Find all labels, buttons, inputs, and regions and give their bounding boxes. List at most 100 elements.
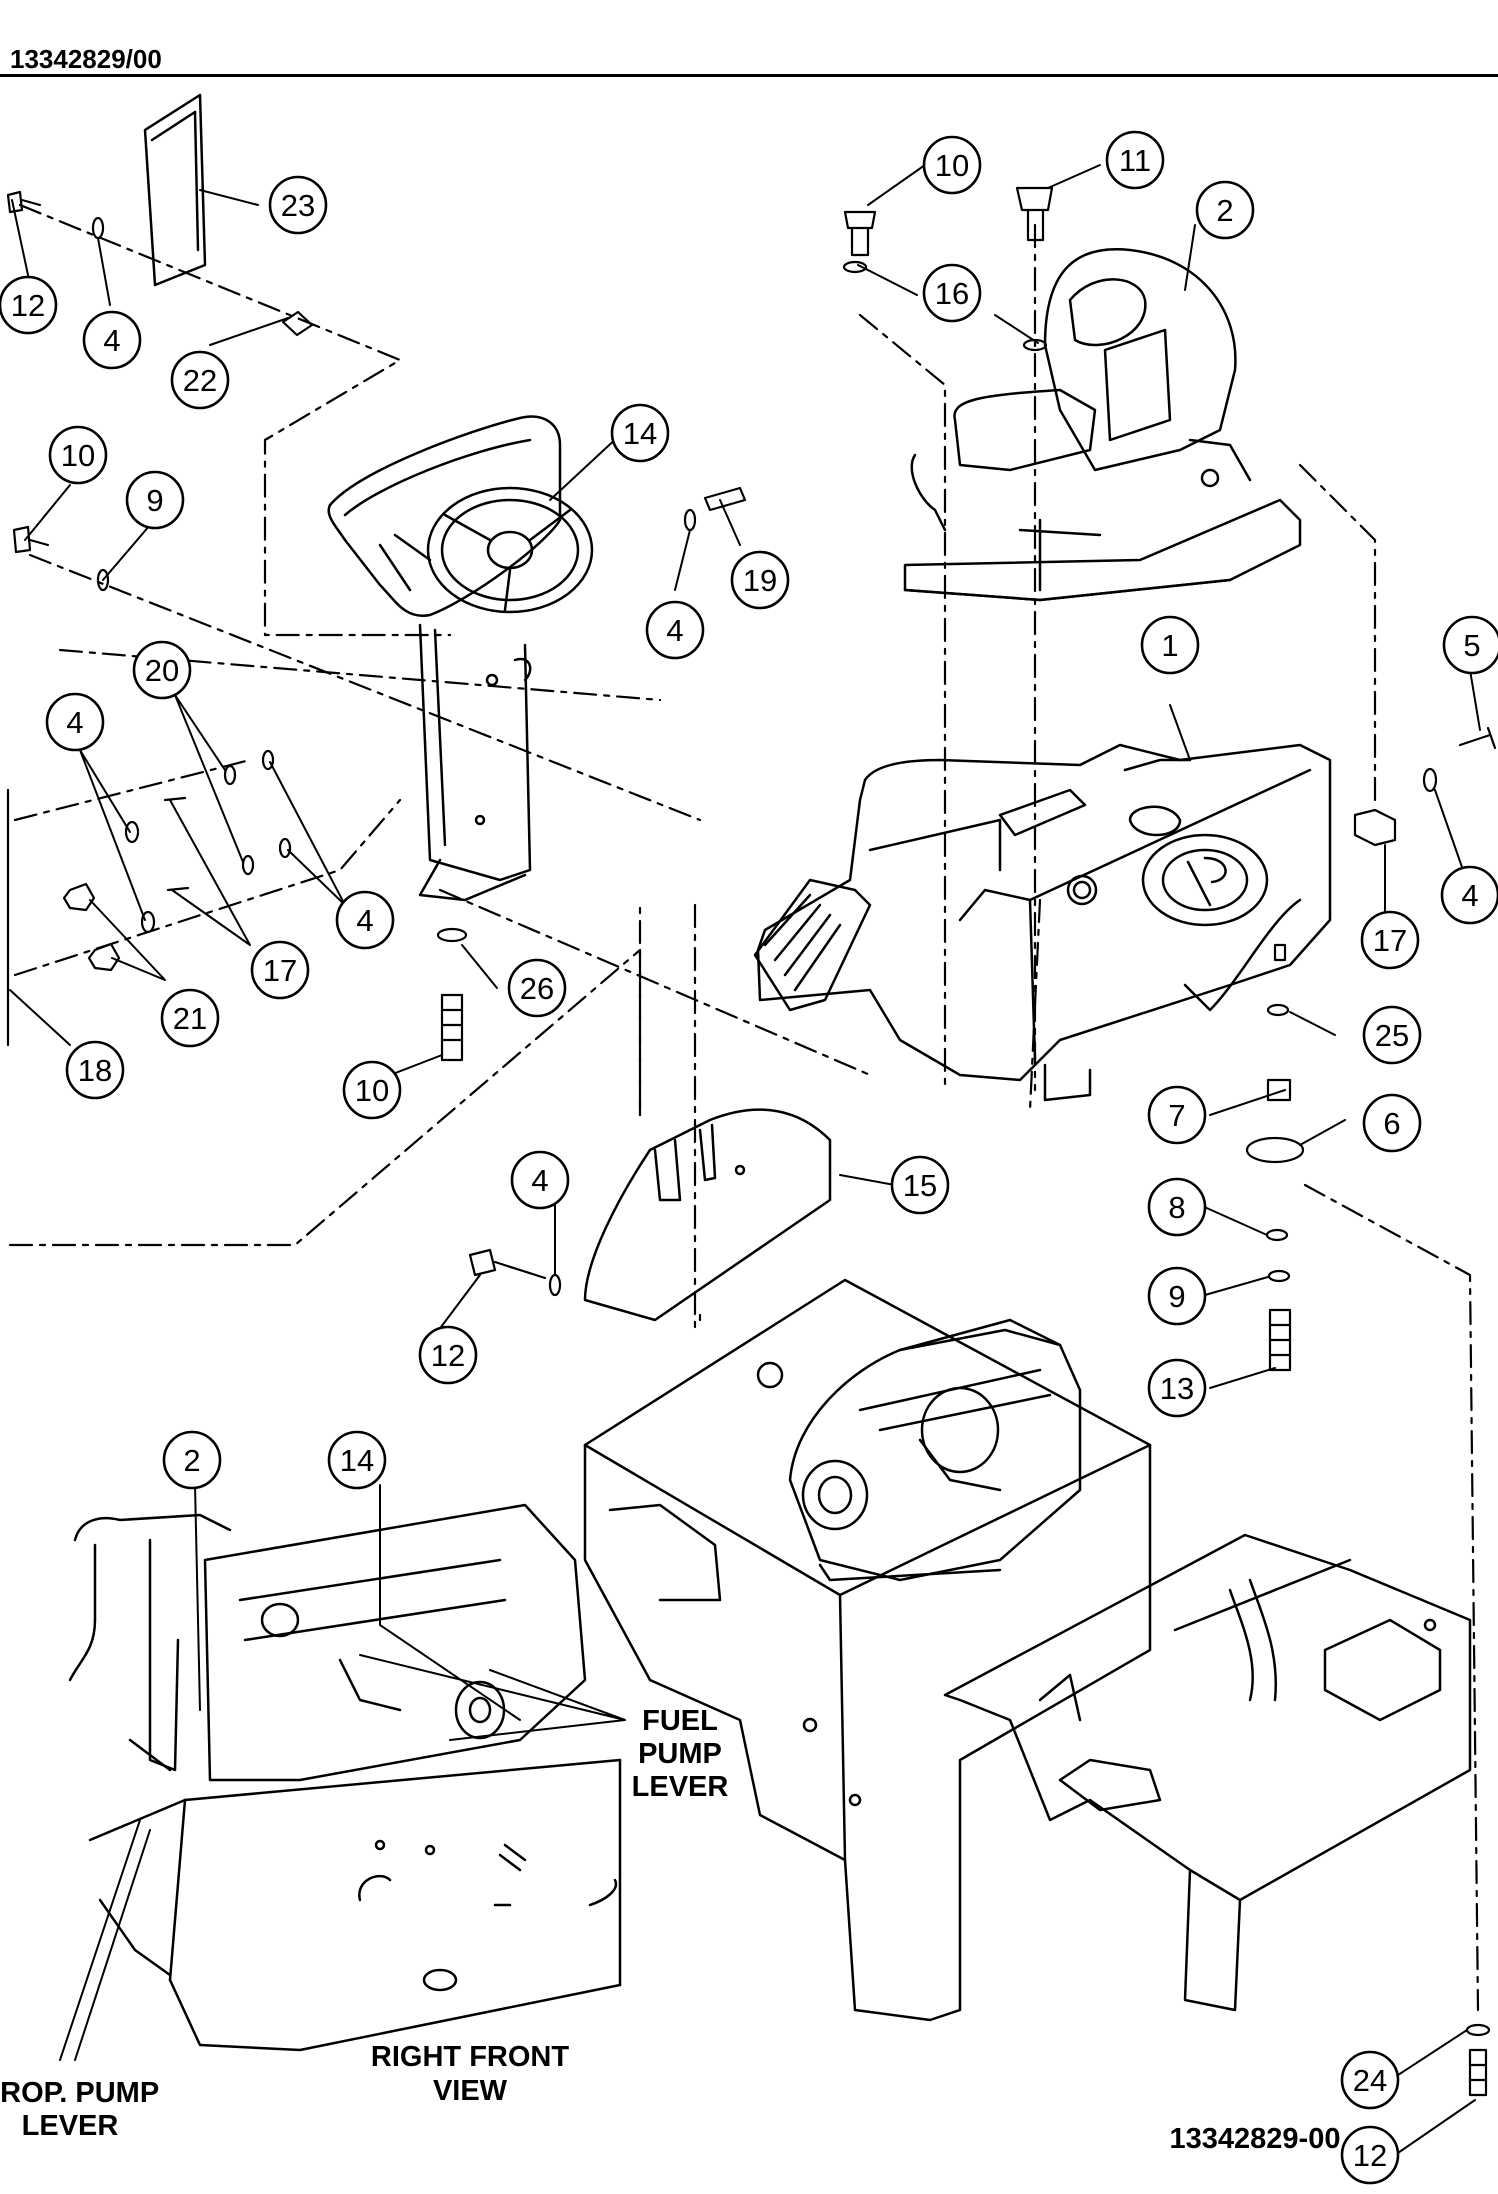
callout-number: 4 bbox=[356, 903, 373, 938]
callout-15-bubble bbox=[890, 1155, 950, 1215]
header-rule bbox=[0, 74, 1498, 77]
callout-17-bubble bbox=[250, 940, 310, 1000]
callout-number: 10 bbox=[355, 1073, 389, 1108]
steering-console-14 bbox=[327, 415, 594, 902]
callout-number: 7 bbox=[1168, 1098, 1185, 1133]
callout-14-bubble bbox=[610, 403, 670, 463]
operator-seat-2 bbox=[903, 248, 1302, 602]
callout-number: 18 bbox=[78, 1053, 112, 1088]
callout-number: 1 bbox=[1161, 628, 1178, 663]
callout-number: 10 bbox=[61, 438, 95, 473]
callout-12-bubble bbox=[418, 1325, 478, 1385]
callout-number: 19 bbox=[743, 563, 777, 598]
callout-number: 2 bbox=[1216, 193, 1233, 228]
engine-compartment bbox=[583, 1278, 1152, 2022]
callout-2-bubble bbox=[162, 1430, 222, 1490]
callout-number: 5 bbox=[1463, 628, 1480, 663]
callout-1-bubble bbox=[1140, 615, 1200, 675]
callout-bubbles bbox=[0, 130, 1498, 2185]
callout-11-bubble bbox=[1105, 130, 1165, 190]
callout-number: 12 bbox=[1353, 2138, 1387, 2173]
callout-number: 14 bbox=[623, 416, 657, 451]
callout-17-bubble bbox=[1360, 910, 1420, 970]
callout-23-bubble bbox=[268, 175, 328, 235]
callout-6-bubble bbox=[1362, 1093, 1422, 1153]
callout-number: 21 bbox=[173, 1001, 207, 1036]
fuel-pump-lever-label-line1: FUEL bbox=[642, 1705, 718, 1737]
callout-number: 4 bbox=[1461, 878, 1478, 913]
callout-4-bubble bbox=[645, 600, 705, 660]
callout-8-bubble bbox=[1147, 1177, 1207, 1237]
fuel-pump-lever-label-line2: PUMP bbox=[638, 1738, 722, 1770]
callout-number: 4 bbox=[666, 613, 683, 648]
fuel-pump-lever-label-line3: LEVER bbox=[632, 1771, 729, 1803]
access-panel-23 bbox=[143, 93, 207, 287]
callout-4-bubble bbox=[82, 310, 142, 370]
callout-4-bubble bbox=[335, 890, 395, 950]
callout-2-bubble bbox=[1195, 180, 1255, 240]
callout-24-bubble bbox=[1340, 2050, 1400, 2110]
inset-engine-view bbox=[68, 1503, 622, 2052]
side-door-15 bbox=[583, 1108, 832, 1322]
callout-number: 23 bbox=[281, 188, 315, 223]
view-caption-line2: VIEW bbox=[433, 2075, 508, 2107]
callout-number: 26 bbox=[520, 971, 554, 1006]
view-caption-line1: RIGHT FRONT bbox=[371, 2041, 569, 2073]
callout-number: 14 bbox=[340, 1443, 374, 1478]
callout-number: 10 bbox=[935, 148, 969, 183]
battery-tray bbox=[943, 1533, 1472, 2012]
callout-20-bubble bbox=[132, 640, 192, 700]
engine-block bbox=[788, 1318, 1082, 1582]
callout-number: 12 bbox=[431, 1338, 465, 1373]
callout-number: 15 bbox=[903, 1168, 937, 1203]
document-number: 13342829/00 bbox=[10, 44, 162, 74]
prop-pump-lever-label-line2: LEVER bbox=[22, 2110, 119, 2142]
callout-25-bubble bbox=[1362, 1005, 1422, 1065]
foot-pedals bbox=[753, 788, 1087, 1012]
callout-4-bubble bbox=[510, 1150, 570, 1210]
callout-26-bubble bbox=[507, 958, 567, 1018]
callout-4-bubble bbox=[1440, 865, 1498, 925]
callout-number: 16 bbox=[935, 276, 969, 311]
callout-13-bubble bbox=[1147, 1358, 1207, 1418]
prop-pump-lever-label-line1: PROP. PUMP bbox=[0, 2077, 159, 2109]
callout-10-bubble bbox=[922, 135, 982, 195]
callout-number: 24 bbox=[1353, 2063, 1387, 2098]
callout-5-bubble bbox=[1442, 615, 1498, 675]
operator-platform-1 bbox=[756, 743, 1332, 1102]
callout-number: 4 bbox=[66, 705, 83, 740]
callout-number: 22 bbox=[183, 363, 217, 398]
callout-number: 17 bbox=[1373, 923, 1407, 958]
callout-number: 6 bbox=[1383, 1106, 1400, 1141]
callout-12-bubble bbox=[1340, 2125, 1400, 2185]
callout-number: 2 bbox=[183, 1443, 200, 1478]
callout-10-bubble bbox=[48, 425, 108, 485]
callout-number: 8 bbox=[1168, 1190, 1185, 1225]
callout-14-bubble bbox=[327, 1430, 387, 1490]
callout-16-bubble bbox=[922, 263, 982, 323]
callout-number: 17 bbox=[263, 953, 297, 988]
callout-number: 9 bbox=[1168, 1279, 1185, 1314]
callout-21-bubble bbox=[160, 988, 220, 1048]
callout-12-bubble bbox=[0, 275, 58, 335]
callout-19-bubble bbox=[730, 550, 790, 610]
callout-22-bubble bbox=[170, 350, 230, 410]
drawing-number: 13342829-00 bbox=[1170, 2123, 1341, 2155]
callout-number: 13 bbox=[1160, 1371, 1194, 1406]
callout-9-bubble bbox=[125, 470, 185, 530]
callout-4-bubble bbox=[45, 692, 105, 752]
callout-leaders bbox=[9, 164, 1481, 2156]
callout-18-bubble bbox=[65, 1040, 125, 1100]
callout-10-bubble bbox=[342, 1060, 402, 1120]
callout-number: 4 bbox=[531, 1163, 548, 1198]
callout-number: 9 bbox=[146, 483, 163, 518]
callout-7-bubble bbox=[1147, 1085, 1207, 1145]
callout-9-bubble bbox=[1147, 1266, 1207, 1326]
inset-labels: FUEL PUMP LEVER RIGHT FRONT VIEW PROP. P… bbox=[0, 1705, 1340, 2155]
callout-number: 12 bbox=[11, 288, 45, 323]
callout-number: 20 bbox=[145, 653, 179, 688]
hardware-fasteners bbox=[6, 186, 1497, 2097]
